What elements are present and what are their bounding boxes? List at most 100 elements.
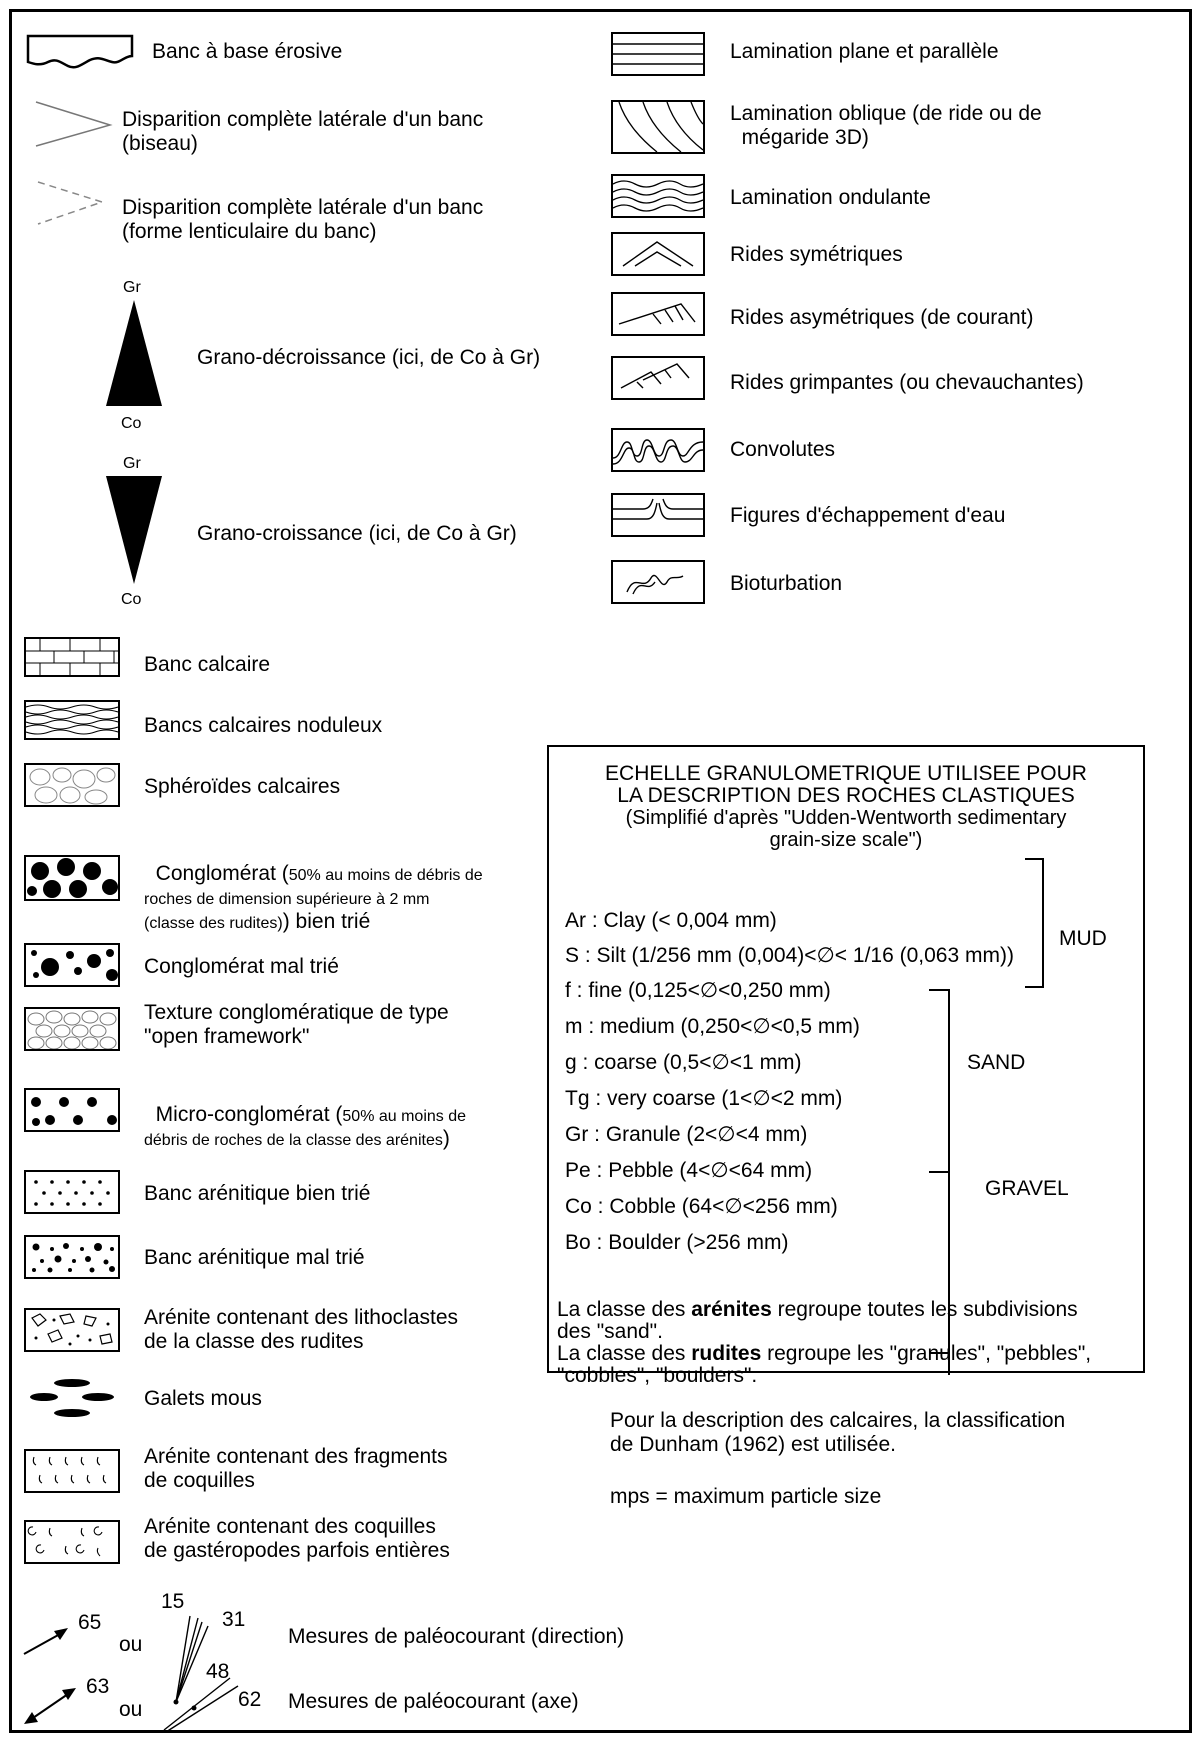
triangle-bottom-label: Co bbox=[121, 415, 142, 432]
note-arenites-pre: La classe des bbox=[557, 1298, 692, 1321]
conglomerate-sorted-title: Conglomérat ( bbox=[155, 862, 289, 885]
gastropods-symbol bbox=[24, 1520, 120, 1564]
mud-pebbles-symbol bbox=[30, 1379, 114, 1417]
symmetric-ripples-symbol bbox=[611, 232, 705, 276]
asymmetric-ripples-label: Rides asymétriques (de courant) bbox=[730, 306, 1034, 329]
axis-arrow-value: 63 bbox=[86, 1675, 110, 1698]
fining-upward-triangle bbox=[106, 300, 162, 406]
oblique-lamination-label: Lamination oblique (de ride ou de mégari… bbox=[730, 102, 1042, 149]
scale-group-gravel: GRAVEL bbox=[985, 1177, 1069, 1200]
climbing-ripples-label: Rides grimpantes (ou chevauchantes) bbox=[730, 371, 1084, 394]
water-escape-symbol bbox=[611, 493, 705, 537]
lenticular-label: Disparition complète latérale d'un banc … bbox=[122, 196, 484, 243]
direction-rose-icon bbox=[173, 1615, 209, 1705]
scale-group-sand: SAND bbox=[967, 1051, 1026, 1074]
conglomerate-poorly-sorted-label: Conglomérat mal trié bbox=[144, 955, 339, 978]
scale-brackets bbox=[929, 858, 1044, 1375]
scale-row-pebble: Pe : Pebble (4<∅<64 mm) bbox=[565, 1159, 813, 1182]
wavy-lamination-symbol bbox=[611, 174, 705, 218]
shell-fragments-symbol bbox=[24, 1449, 120, 1493]
wavy-lamination-label: Lamination ondulante bbox=[730, 186, 931, 209]
note-arenites-bold: arénites bbox=[691, 1298, 772, 1321]
fining-upward-label: Grano-décroissance (ici, de Co à Gr) bbox=[197, 346, 541, 369]
scale-row-cobble: Co : Cobble (64<∅<256 mm) bbox=[565, 1195, 838, 1218]
limestone-bed-label: Banc calcaire bbox=[144, 653, 271, 676]
open-framework-symbol bbox=[24, 1007, 120, 1051]
spheroids-symbol bbox=[24, 763, 120, 807]
direction-rose-value-1: 15 bbox=[161, 1590, 185, 1613]
triangle-top-label-2: Gr bbox=[123, 455, 141, 472]
lithoclast-arenite-label: Arénite contenant des lithoclastes de la… bbox=[144, 1306, 459, 1353]
dunham-note: Pour la description des calcaires, la cl… bbox=[610, 1409, 1066, 1456]
scale-row-medium: m : medium (0,250<∅<0,5 mm) bbox=[565, 1015, 860, 1038]
erosive-base-symbol bbox=[26, 34, 134, 69]
scale-row-boulder: Bo : Boulder (>256 mm) bbox=[565, 1231, 789, 1254]
convolutes-symbol bbox=[611, 428, 705, 472]
micro-conglomerate-label: Micro-conglomérat (50% au moins de débri… bbox=[144, 1079, 466, 1151]
lithoclast-arenite-symbol bbox=[24, 1308, 120, 1352]
scale-row-fine: f : fine (0,125<∅<0,250 mm) bbox=[565, 979, 831, 1002]
mps-note: mps = maximum particle size bbox=[610, 1485, 882, 1508]
direction-arrow-value: 65 bbox=[78, 1611, 102, 1634]
micro-conglomerate-symbol bbox=[24, 1088, 120, 1132]
asymmetric-ripples-symbol bbox=[611, 292, 705, 336]
bioturbation-label: Bioturbation bbox=[730, 572, 843, 595]
axis-label: Mesures de paléocourant (axe) bbox=[288, 1690, 579, 1713]
scale-group-mud: MUD bbox=[1059, 927, 1107, 950]
poorly-sorted-arenite-symbol bbox=[24, 1235, 120, 1279]
grain-size-scale-panel: ECHELLE GRANULOMETRIQUE UTILISEE POUR LA… bbox=[547, 745, 1145, 1387]
direction-rose-value-2: 31 bbox=[222, 1608, 246, 1631]
axis-rose-value-2: 62 bbox=[238, 1688, 262, 1711]
poorly-sorted-arenite-label: Banc arénitique mal trié bbox=[144, 1246, 365, 1269]
conglomerate-sorted-symbol bbox=[24, 855, 120, 901]
open-framework-label: Texture conglomératique de type "open fr… bbox=[144, 1001, 449, 1048]
axis-ou: ou bbox=[119, 1698, 143, 1721]
note-rudites-pre: La classe des bbox=[557, 1342, 692, 1365]
well-sorted-arenite-symbol bbox=[24, 1170, 120, 1214]
erosive-base-label: Banc à base érosive bbox=[152, 40, 343, 63]
note-arenites-post: regroupe toutes les subdivisions des "sa… bbox=[557, 1298, 1078, 1343]
bioturbation-symbol bbox=[611, 560, 705, 604]
axis-rose-value-1: 48 bbox=[206, 1660, 230, 1683]
pinch-out-label: Disparition complète latérale d'un banc … bbox=[122, 108, 484, 155]
spheroids-label: Sphéroïdes calcaires bbox=[144, 775, 341, 798]
legend-frame bbox=[9, 9, 1192, 1733]
water-escape-label: Figures d'échappement d'eau bbox=[730, 504, 1006, 527]
nodular-limestone-symbol bbox=[24, 700, 120, 740]
lenticular-symbol bbox=[37, 181, 105, 225]
axis-arrow-icon bbox=[24, 1688, 76, 1724]
micro-conglomerate-after: ) bbox=[442, 1127, 450, 1150]
nodular-limestone-label: Bancs calcaires noduleux bbox=[144, 714, 383, 737]
plane-lamination-symbol bbox=[611, 32, 705, 76]
micro-conglomerate-title: Micro-conglomérat ( bbox=[155, 1103, 343, 1126]
direction-ou: ou bbox=[119, 1633, 143, 1656]
scale-subtitle: (Simplifié d'après "Udden-Wentworth sedi… bbox=[625, 807, 1067, 851]
scale-title: ECHELLE GRANULOMETRIQUE UTILISEE POUR LA… bbox=[605, 762, 1087, 807]
scale-row-very-coarse: Tg : very coarse (1<∅<2 mm) bbox=[565, 1087, 843, 1110]
axis-rose-icon bbox=[163, 1677, 239, 1733]
symmetric-ripples-label: Rides symétriques bbox=[730, 243, 903, 266]
oblique-lamination-symbol bbox=[611, 100, 705, 154]
scale-note-rudites: La classe des rudites regroupe les "gran… bbox=[557, 1321, 1091, 1387]
conglomerate-poorly-sorted-symbol bbox=[24, 943, 120, 987]
conglomerate-sorted-note: 50% au moins de débris de roches de dime… bbox=[144, 867, 483, 932]
direction-label: Mesures de paléocourant (direction) bbox=[288, 1625, 625, 1648]
scale-row-granule: Gr : Granule (2<∅<4 mm) bbox=[565, 1123, 808, 1146]
scale-row-coarse: g : coarse (0,5<∅<1 mm) bbox=[565, 1051, 802, 1074]
shell-fragments-label: Arénite contenant des fragments de coqui… bbox=[144, 1445, 448, 1492]
gastropods-label: Arénite contenant des coquilles de gasté… bbox=[144, 1515, 450, 1562]
scale-note-arenites: La classe des arénites regroupe toutes l… bbox=[557, 1277, 1078, 1343]
limestone-bed-symbol bbox=[24, 637, 120, 677]
micro-conglomerate-note: 50% au moins de débris de roches de la c… bbox=[144, 1108, 467, 1149]
coarsening-upward-label: Grano-croissance (ici, de Co à Gr) bbox=[197, 522, 517, 545]
mud-pebbles-label: Galets mous bbox=[144, 1387, 262, 1410]
note-rudites-post: regroupe les "granules", "pebbles", "cob… bbox=[557, 1342, 1092, 1387]
well-sorted-arenite-label: Banc arénitique bien trié bbox=[144, 1182, 371, 1205]
scale-row-silt: S : Silt (1/256 mm (0,004)<∅< 1/16 (0,06… bbox=[565, 944, 1014, 967]
plane-lamination-label: Lamination plane et parallèle bbox=[730, 40, 999, 63]
conglomerate-sorted-label: Conglomérat (50% au moins de débris de r… bbox=[144, 838, 483, 934]
scale-row-clay: Ar : Clay (< 0,004 mm) bbox=[565, 909, 777, 932]
triangle-top-label: Gr bbox=[123, 279, 141, 296]
conglomerate-sorted-after: ) bien trié bbox=[282, 910, 371, 933]
direction-arrow-icon bbox=[23, 1628, 68, 1655]
